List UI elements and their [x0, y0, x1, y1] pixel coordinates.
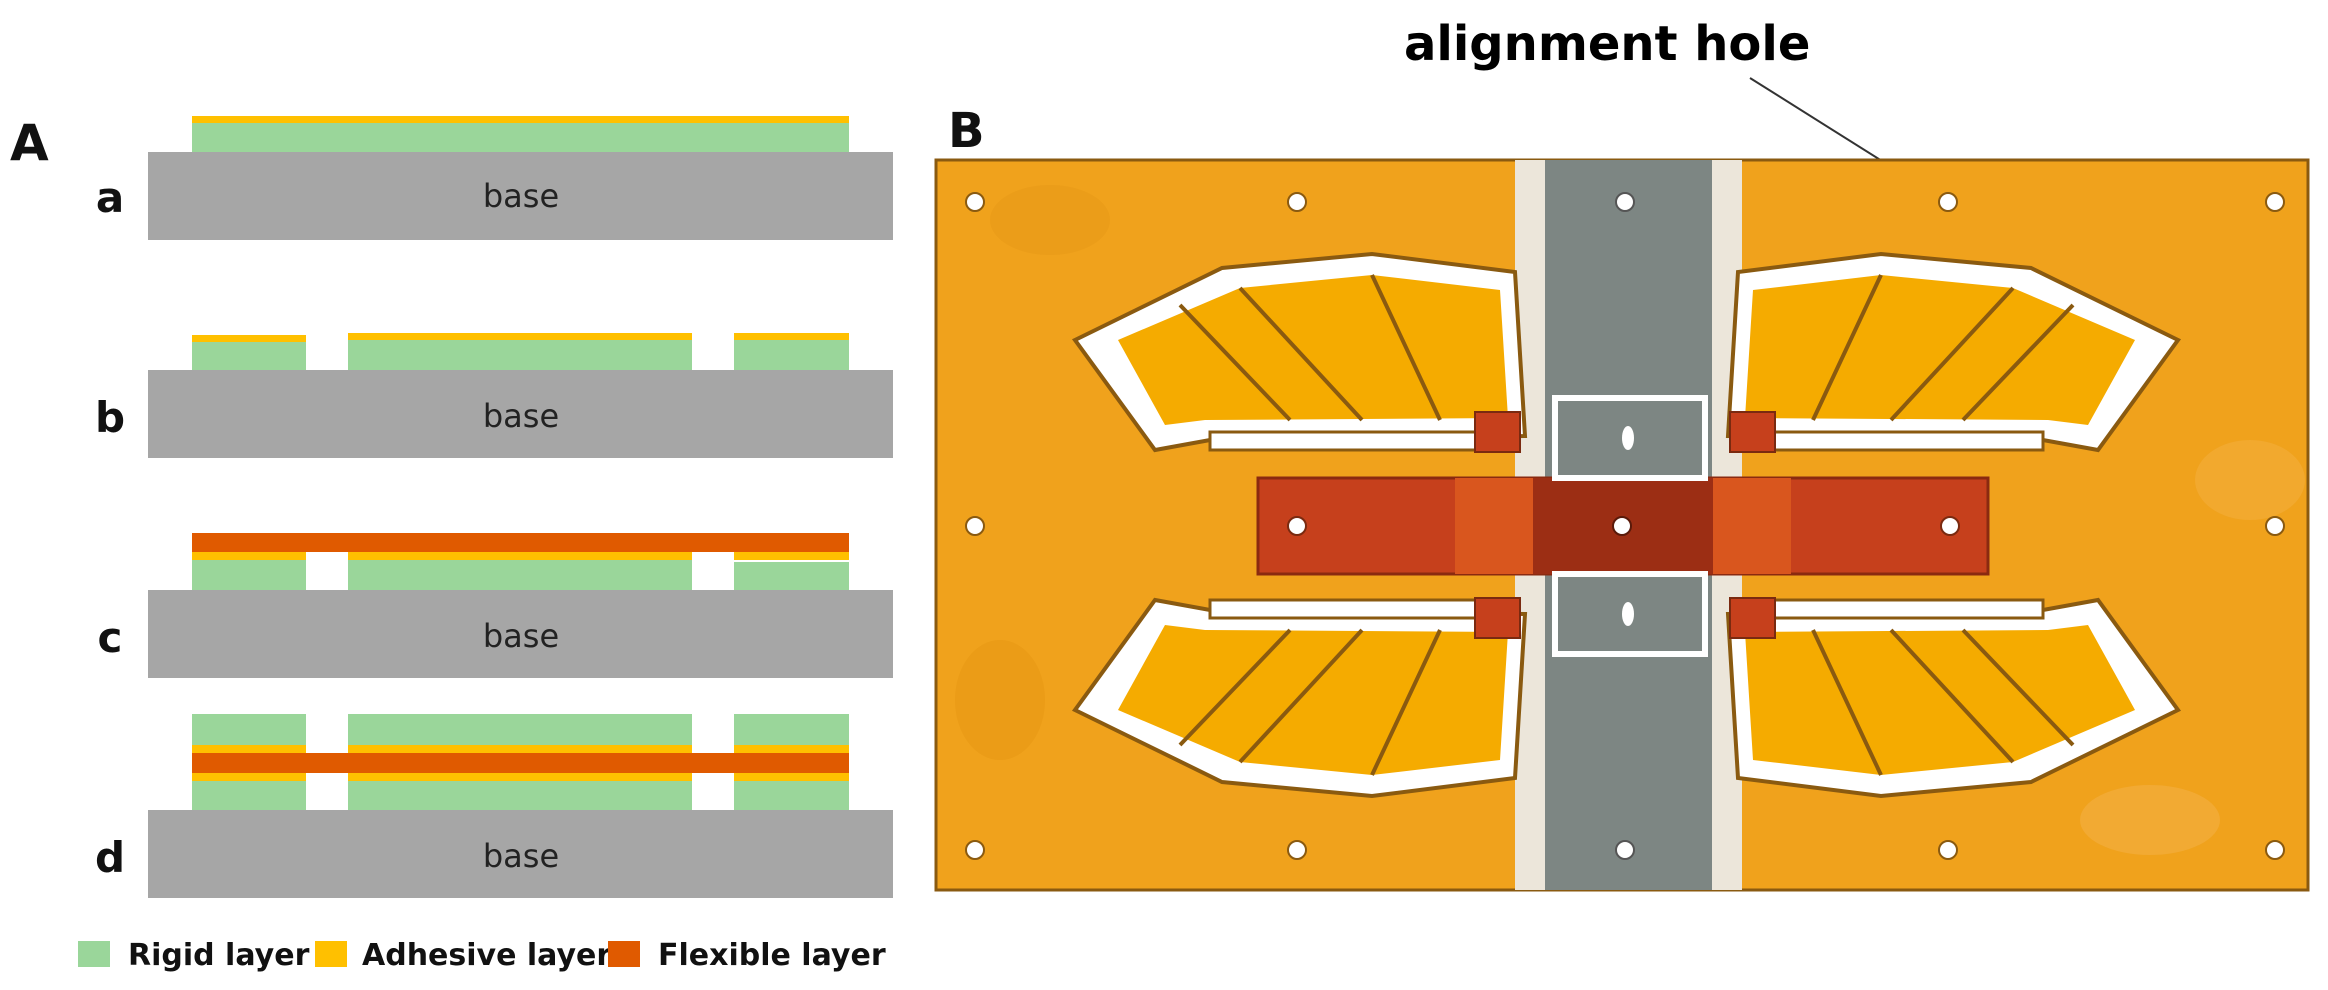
- adhesive-layer: [348, 552, 692, 560]
- rigid-layer: [734, 781, 849, 810]
- base-label: base: [483, 837, 559, 875]
- rigid-layer: [348, 714, 692, 745]
- legend-swatch-flexible: [608, 941, 640, 967]
- alignment-hole: [1616, 841, 1634, 859]
- alignment-hole: [1939, 193, 1957, 211]
- adhesive-layer: [734, 333, 849, 340]
- alignment-hole: [2266, 517, 2284, 535]
- legend-label-adhesive: Adhesive layer: [362, 938, 611, 973]
- alignment-hole: [1616, 193, 1634, 211]
- base-label: base: [483, 617, 559, 655]
- flexible-layer: [192, 753, 849, 773]
- adhesive-layer: [192, 116, 849, 123]
- rigid-layer: [192, 560, 306, 590]
- legend-label-rigid: Rigid layer: [128, 938, 310, 973]
- legend-swatch-rigid: [78, 941, 110, 967]
- adhesive-layer: [348, 333, 692, 340]
- rigid-layer: [734, 562, 849, 590]
- step-d-diagram: base d: [95, 714, 893, 898]
- board-photo: [936, 160, 2308, 890]
- panel-a-label: A: [10, 114, 49, 172]
- rigid-layer: [192, 342, 306, 370]
- adhesive-layer: [348, 745, 692, 753]
- step-c-diagram: base c: [98, 533, 893, 678]
- alignment-hole: [966, 193, 984, 211]
- alignment-hole: [1941, 517, 1959, 535]
- rigid-layer: [734, 340, 849, 370]
- panel-b: B alignment hole: [936, 16, 2308, 890]
- rigid-layer: [348, 560, 692, 590]
- rigid-layer: [192, 122, 849, 152]
- adhesive-layer: [348, 773, 692, 781]
- alignment-hole: [1288, 841, 1306, 859]
- alignment-hole: [1939, 841, 1957, 859]
- alignment-hole-callout: alignment hole: [1404, 16, 1810, 72]
- rigid-layer: [192, 781, 306, 810]
- rigid-layer: [348, 781, 692, 810]
- step-a-diagram: base a: [96, 116, 893, 240]
- adhesive-layer: [734, 773, 849, 781]
- alignment-hole: [966, 841, 984, 859]
- rigid-layer: [192, 714, 306, 745]
- step-label-d: d: [95, 833, 125, 882]
- board-texture: [990, 185, 1110, 255]
- alignment-hole: [2266, 841, 2284, 859]
- panel-b-label: B: [948, 103, 985, 159]
- adhesive-layer: [192, 773, 306, 781]
- adhesive-layer: [192, 552, 306, 560]
- legend-label-flexible: Flexible layer: [658, 938, 886, 973]
- panel-a: A base a base b: [10, 114, 893, 973]
- legend-swatch-adhesive: [315, 941, 347, 967]
- alignment-hole: [1613, 517, 1631, 535]
- adhesive-layer: [734, 745, 849, 753]
- step-label-a: a: [96, 173, 124, 222]
- legend: Rigid layer Adhesive layer Flexible laye…: [78, 938, 886, 973]
- step-b-diagram: base b: [95, 333, 893, 458]
- alignment-hole: [1288, 517, 1306, 535]
- adhesive-layer: [192, 335, 306, 342]
- step-label-c: c: [98, 613, 123, 662]
- adhesive-layer: [734, 552, 849, 560]
- alignment-hole: [1288, 193, 1306, 211]
- rigid-layer: [348, 340, 692, 370]
- adhesive-layer: [192, 745, 306, 753]
- base-label: base: [483, 397, 559, 435]
- base-label: base: [483, 177, 559, 215]
- rigid-layer: [734, 714, 849, 745]
- alignment-hole: [966, 517, 984, 535]
- board-texture: [2080, 785, 2220, 855]
- board-texture: [2195, 440, 2305, 520]
- board-texture: [955, 640, 1045, 760]
- step-label-b: b: [95, 393, 125, 442]
- alignment-hole: [2266, 193, 2284, 211]
- flexible-layer: [192, 533, 849, 552]
